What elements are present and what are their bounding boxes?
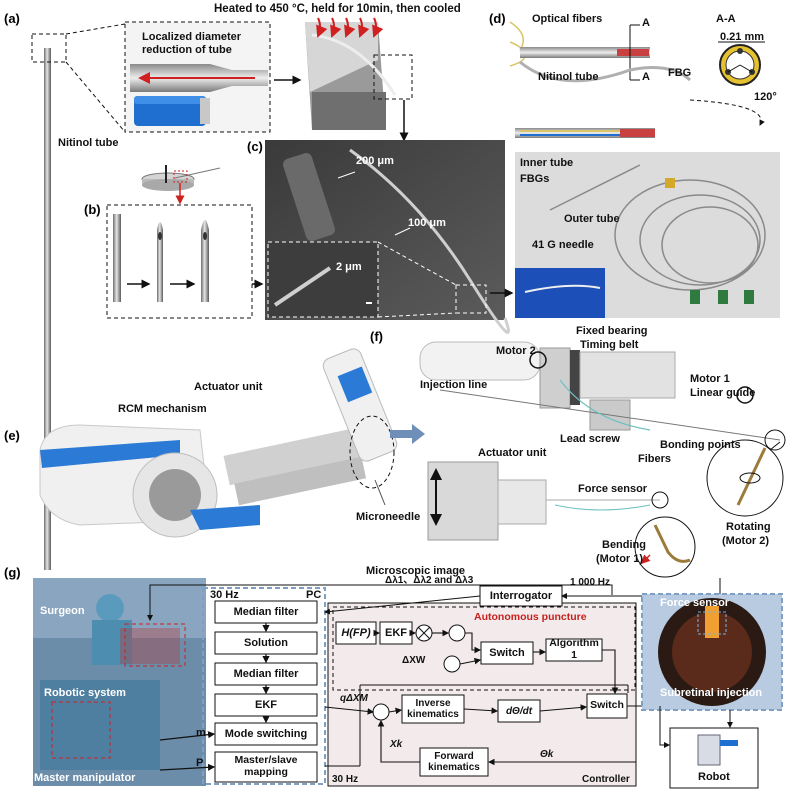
- rate-30hz-top: 30 Hz: [210, 589, 239, 601]
- signal-m: m: [196, 727, 206, 739]
- needle-inset: [515, 268, 605, 318]
- tube-tip-box: [31, 33, 67, 63]
- bending-label: Bending: [602, 539, 646, 551]
- master-manipulator-label: Master manipulator: [34, 772, 136, 784]
- motor2-label: Motor 2: [496, 345, 536, 357]
- localized-reduction-line1: Localized diameter: [142, 31, 242, 43]
- bonding-points-label: Bonding points: [660, 439, 741, 451]
- dtheta-dt-box: dΘ/dt: [505, 705, 533, 717]
- solution-box: Solution: [244, 636, 288, 649]
- signal-p: P: [196, 757, 204, 769]
- xk-label: Xk: [390, 739, 403, 750]
- motor1-label: Motor 1: [690, 373, 730, 385]
- subretinal-injection-label: Subretinal injection: [660, 687, 763, 699]
- rate-30hz-bottom: 30 Hz: [332, 774, 359, 785]
- bending-motor-label: (Motor 1): [596, 553, 644, 565]
- lambda-label: Δλ1、Δλ2 and Δλ3: [385, 575, 474, 586]
- panel-a-art: [31, 17, 413, 570]
- panel-label-c: (c): [247, 139, 263, 154]
- microneedle-label: Microneedle: [356, 511, 421, 523]
- dim-2um: 2 μm: [336, 261, 362, 273]
- panel-label-d: (d): [489, 11, 506, 26]
- force-sensor-g: Force sensor: [660, 597, 730, 609]
- switch-2-box: Switch: [590, 699, 624, 712]
- tube-grinding-box: [106, 204, 253, 319]
- force-sensor-f: Force sensor: [578, 483, 648, 495]
- ekf-left-box: EKF: [255, 698, 277, 711]
- fbgs-label: FBGs: [520, 173, 550, 185]
- nitinol-tube-label: Nitinol tube: [58, 137, 119, 149]
- fibers-label: Fibers: [638, 453, 672, 465]
- injection-line-label: Injection line: [420, 379, 488, 391]
- forward-kinematics-box: Forward kinematics: [428, 751, 480, 773]
- needle-41g-label: 41 G needle: [532, 239, 594, 251]
- autonomous-puncture-label: Autonomous puncture: [474, 611, 587, 623]
- nitinol-tube-d-label: Nitinol tube: [538, 71, 599, 83]
- panel-label-f: (f): [370, 329, 383, 344]
- actuator-unit-f: Actuator unit: [478, 447, 547, 459]
- lead-screw-label: Lead screw: [560, 433, 620, 445]
- master-slave-box: Master/slave mapping: [234, 754, 298, 778]
- rotating-label: Rotating: [726, 521, 771, 533]
- panel-label-g: (g): [4, 565, 21, 580]
- panel-g-art: [33, 578, 783, 789]
- inverse-kinematics-box: Inverse kinematics: [407, 698, 459, 720]
- panel-d-art: [509, 21, 780, 318]
- section-mark-bottom: A: [642, 71, 650, 83]
- dim-021mm: 0.21 mm: [720, 31, 765, 43]
- rotating-motor-label: (Motor 2): [722, 535, 770, 547]
- heating-caption: Heated to 450 °C, held for 10min, then c…: [214, 3, 461, 15]
- nitinol-tube-long: [44, 48, 51, 570]
- panel-label-a: (a): [4, 11, 20, 26]
- outer-tube-label: Outer tube: [564, 213, 620, 225]
- fbg-label: FBG: [668, 67, 692, 79]
- angle-120: 120°: [754, 91, 777, 103]
- section-aa-label: A-A: [716, 13, 736, 25]
- dim-200um: 200 μm: [356, 155, 394, 167]
- mode-switching-box: Mode switching: [224, 727, 308, 740]
- panel-label-e: (e): [4, 428, 20, 443]
- median-filter-1: Median filter: [233, 605, 299, 618]
- delta-xw-label: ΔXW: [402, 655, 426, 666]
- linear-guide-label: Linear guide: [690, 387, 756, 399]
- actuator-unit-e: Actuator unit: [194, 381, 263, 393]
- q-delta-xm-label: qΔXM: [340, 693, 368, 704]
- panel-f-art: [419, 341, 786, 578]
- pc-block: [202, 587, 326, 785]
- panel-c-art: [265, 140, 514, 334]
- optical-fibers-label: Optical fibers: [532, 13, 603, 25]
- robotic-system-label: Robotic system: [44, 687, 126, 699]
- surgeon-label: Surgeon: [40, 605, 85, 617]
- section-mark-top: A: [642, 17, 650, 29]
- timing-belt-label: Timing belt: [580, 339, 639, 351]
- rcm-mechanism-label: RCM mechanism: [118, 403, 207, 415]
- pc-label: PC: [306, 589, 322, 601]
- interrogator-box: Interrogator: [489, 589, 553, 602]
- robot-label: Robot: [698, 771, 730, 783]
- panel-b-art: [106, 165, 264, 319]
- switch-1-box: Switch: [489, 646, 525, 659]
- rate-1000hz: 1 000 Hz: [570, 577, 611, 588]
- panel-label-b: (b): [84, 202, 101, 217]
- inner-tube-label: Inner tube: [520, 157, 574, 169]
- microscopic-image-label: Microscopic image: [366, 565, 466, 577]
- algorithm-1-box: Algorithm 1: [549, 637, 599, 661]
- fixed-bearing-label: Fixed bearing: [576, 325, 648, 337]
- panel-e-art: [39, 348, 425, 538]
- thetak-label: Θk: [540, 749, 554, 760]
- dim-100um: 100 μm: [408, 217, 446, 229]
- median-filter-2: Median filter: [233, 667, 299, 680]
- localized-reduction-line2: reduction of tube: [142, 44, 232, 56]
- controller-label: Controller: [582, 774, 630, 785]
- hfp-box: H(FP): [341, 626, 371, 639]
- ekf-right-box: EKF: [385, 626, 407, 639]
